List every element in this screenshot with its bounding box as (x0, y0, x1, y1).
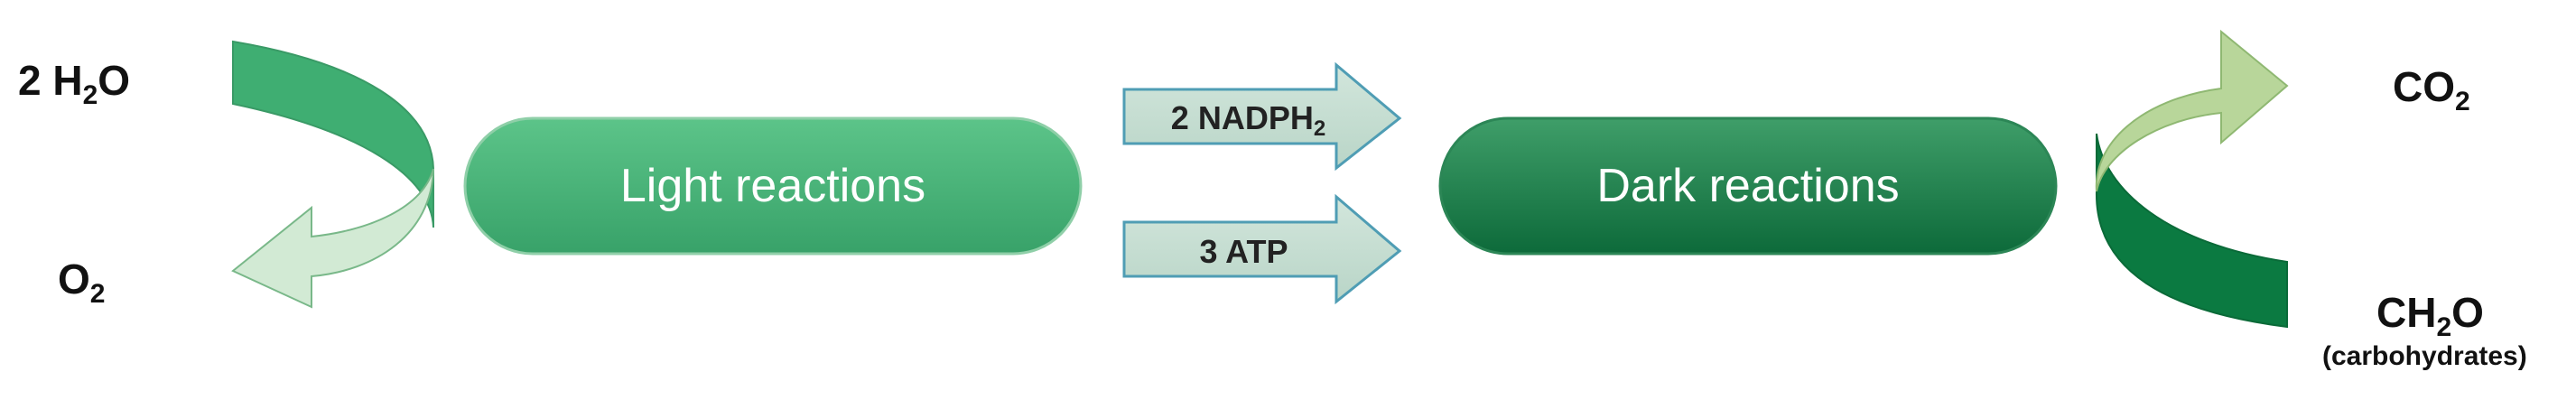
water-label: 2 H2O (18, 57, 131, 109)
oxygen-label: O2 (58, 256, 105, 308)
dark-reactions-label: Dark reactions (1596, 160, 1900, 212)
left-curved-arrow-icon (231, 40, 434, 309)
ch2o-subscript: 2 (2436, 312, 2452, 342)
water-prefix: 2 H (18, 57, 83, 104)
nadph-prefix: 2 NADPH (1170, 99, 1314, 136)
co2-subscript: 2 (2455, 87, 2470, 116)
oxygen-subscript: 2 (89, 279, 106, 309)
ch2o-label: CH2O (2376, 289, 2484, 341)
nadph-subscript: 2 (1313, 116, 1326, 141)
oxygen-prefix: O (58, 256, 90, 302)
light-reactions-pill (463, 116, 1083, 256)
nadph-arrow-icon (1122, 61, 1402, 172)
light-reactions-label: Light reactions (619, 160, 926, 212)
ch2o-suffix: O (2451, 289, 2484, 336)
co2-label: CO2 (2393, 63, 2470, 116)
nadph-label: 2 NADPH2 (1124, 99, 1372, 140)
atp-label: 3 ATP (1199, 233, 1288, 270)
co2-prefix: CO (2393, 63, 2455, 110)
water-subscript: 2 (82, 80, 98, 110)
dark-reactions-pill (1438, 116, 2058, 256)
water-suffix: O (98, 57, 131, 104)
ch2o-prefix: CH (2376, 289, 2437, 336)
right-curved-arrow-icon (2095, 29, 2289, 329)
carbohydrates-note: (carbohydrates) (2322, 341, 2527, 371)
atp-arrow-icon (1122, 193, 1402, 305)
